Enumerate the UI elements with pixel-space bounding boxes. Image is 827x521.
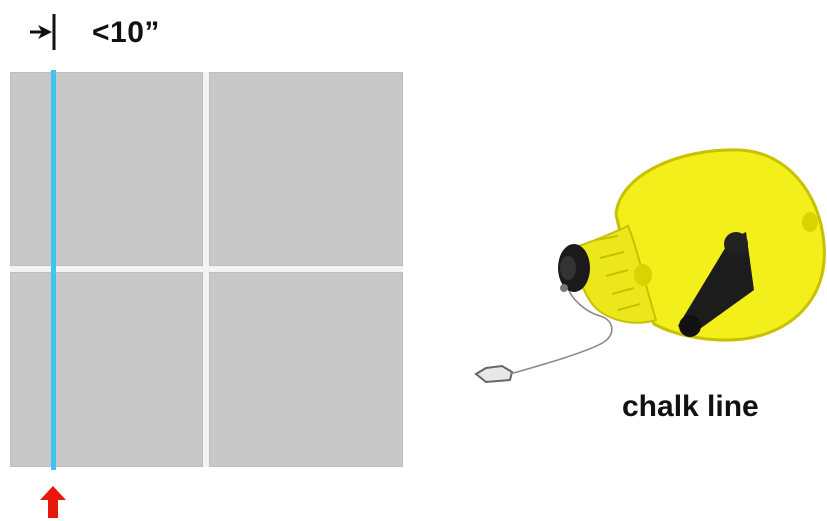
tile-grid (10, 72, 403, 467)
tile-top-right (209, 72, 403, 266)
tile-bottom-left (10, 272, 203, 467)
chalk-line-label: chalk line (622, 390, 759, 424)
offset-measurement: <10” (22, 10, 222, 54)
chalk-line-reel-icon (468, 140, 827, 390)
up-arrow-icon (38, 484, 68, 520)
offset-arrow-icon (22, 10, 62, 54)
grout-line-horizontal (10, 266, 403, 272)
tile-top-left (10, 72, 203, 266)
tile-bottom-right (209, 272, 403, 467)
chalk-mark-line (51, 70, 56, 470)
offset-measurement-label: <10” (92, 16, 160, 50)
